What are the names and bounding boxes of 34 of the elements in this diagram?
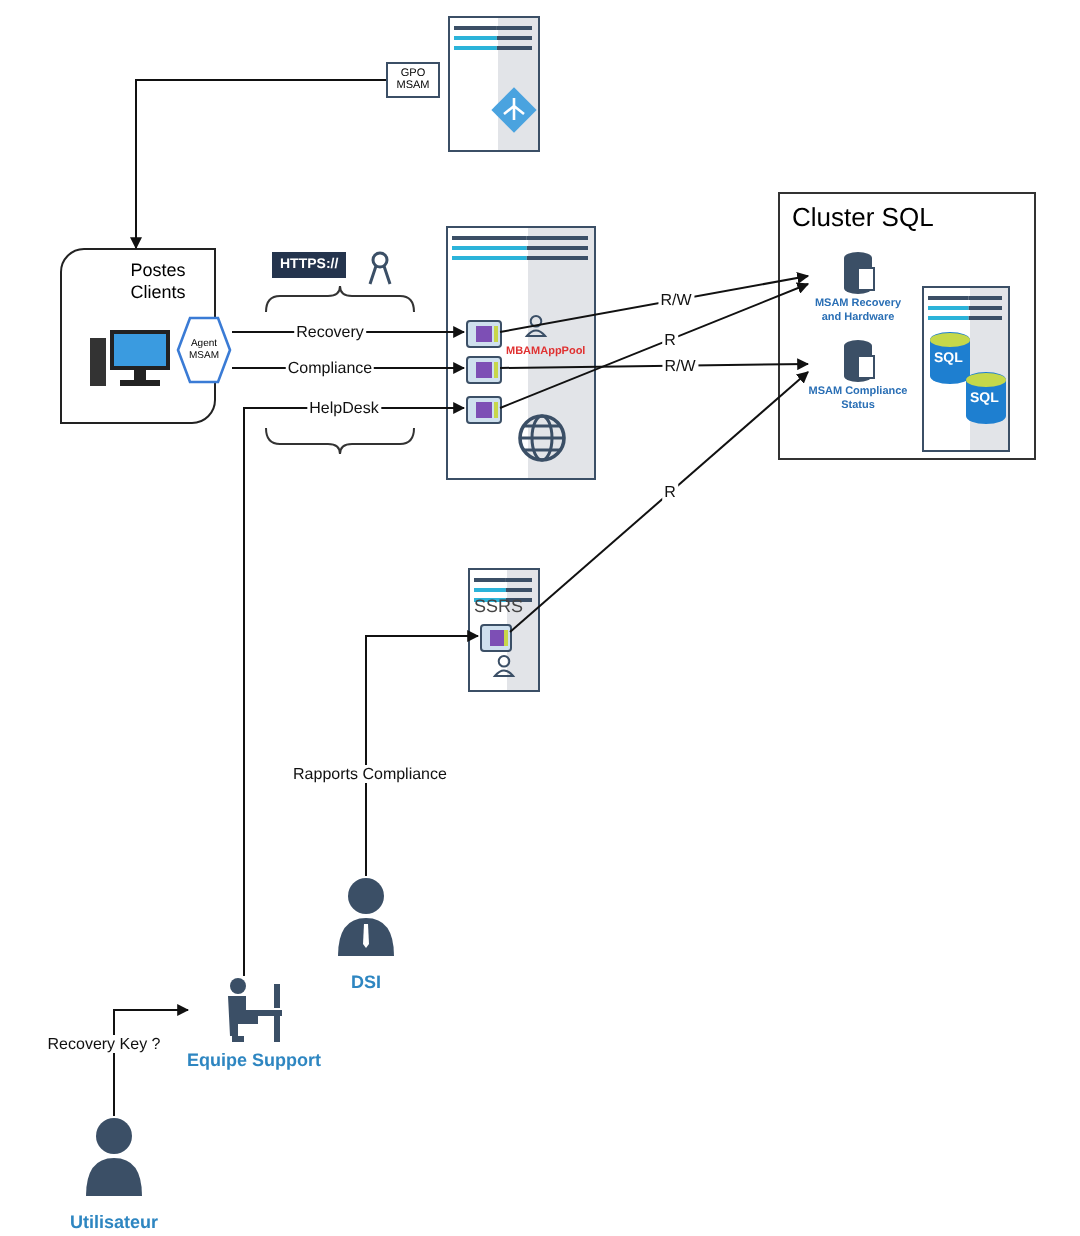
- edge-label: Compliance: [285, 359, 375, 377]
- cluster-box: [778, 192, 1036, 460]
- arrow: [499, 282, 810, 409]
- node-label: Postes Clients: [128, 260, 188, 304]
- person-label: DSI: [348, 972, 383, 992]
- arrow: [243, 402, 466, 977]
- arrow: [499, 358, 810, 371]
- person-label: Utilisateur: [67, 1212, 160, 1232]
- client-box: [60, 248, 216, 424]
- edge-label: Rapports Compliance: [291, 765, 449, 783]
- arrow: [509, 371, 809, 633]
- edge-label: Recovery: [294, 323, 366, 341]
- node-title: Cluster SQL: [792, 202, 934, 232]
- edge-label: R/W: [658, 291, 694, 309]
- node-label: SSRS: [474, 596, 524, 616]
- app-icon: [466, 396, 502, 424]
- app-icon: [480, 624, 512, 652]
- arrow: [365, 630, 480, 877]
- arrow: [130, 79, 387, 250]
- app-icon: [466, 320, 502, 348]
- arrow: [499, 272, 810, 333]
- server-box: [922, 286, 1010, 452]
- server-box: [446, 226, 596, 480]
- edge-label: R/W: [662, 357, 698, 375]
- server-box: [468, 568, 540, 692]
- edge-label: Recovery Key ?: [45, 1035, 163, 1053]
- arrow: [113, 1004, 190, 1117]
- person-label: Equipe Support: [185, 1050, 323, 1070]
- edge-label: R: [662, 483, 678, 501]
- server-box: [448, 16, 540, 152]
- edge-label: HelpDesk: [307, 399, 381, 417]
- agent-hexagon: [176, 316, 232, 384]
- edge-label: R: [662, 331, 678, 349]
- app-icon: [466, 356, 502, 384]
